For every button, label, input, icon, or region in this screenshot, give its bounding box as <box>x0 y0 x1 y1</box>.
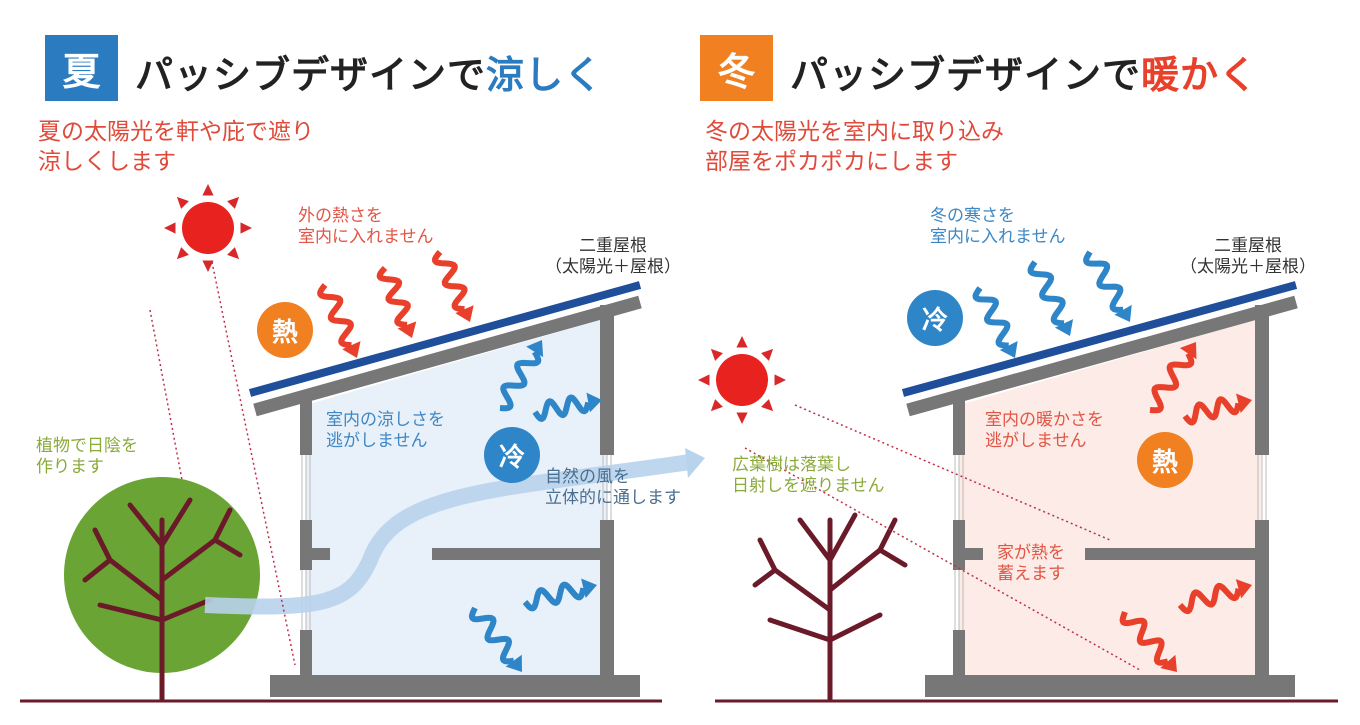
heat-wave-arrow <box>376 265 417 338</box>
label-line: （太陽光＋屋根） <box>1180 257 1316 277</box>
cold-wave-arrow <box>1083 250 1132 322</box>
winter-badge: 冬 <box>700 35 773 101</box>
winter-house-interior <box>959 318 1261 680</box>
label-line: 作ります <box>36 457 104 477</box>
summer-outside-heat-label: 外の熱さを室内に入れません <box>298 206 434 248</box>
label-line: 二重屋根 <box>579 236 647 256</box>
winter-title: パッシブデザインで暖かく <box>790 44 1258 99</box>
summer-subtitle: 夏の太陽光を軒や庇で遮り涼しくします <box>38 117 314 177</box>
sun-rays-dotted <box>149 261 1141 671</box>
winter-inside-label: 室内の暖かさを逃がしません <box>985 410 1104 452</box>
wind-arrow-head <box>685 448 705 478</box>
winter-windows <box>954 455 1267 630</box>
winter-subtitle-line: 部屋をポカポカにします <box>705 149 958 175</box>
winter-tree-label: 広葉樹は落葉し日射しを遮りません <box>732 455 885 497</box>
cold-wave-arrow <box>1027 260 1074 336</box>
summer-inside-label: 室内の涼しさを逃がしません <box>326 410 445 452</box>
winter-roof-label: 二重屋根（太陽光＋屋根） <box>1180 236 1316 278</box>
winter-subtitle-line: 冬の太陽光を室内に取り込み <box>705 119 1004 145</box>
label-line: 家が熱を <box>997 543 1065 563</box>
summer-title-main: パッシブデザインで <box>135 53 487 97</box>
summer-plant-label: 植物で日陰を作ります <box>36 436 138 478</box>
label-line: 外の熱さを <box>298 206 383 226</box>
label-line: 逃がしません <box>985 431 1087 451</box>
summer-wind-label: 自然の風を立体的に通します <box>545 467 681 509</box>
label-line: 室内の涼しさを <box>326 410 445 430</box>
cool-wave-arrow <box>522 578 597 612</box>
winter-heat-circle: 熱 <box>1137 432 1193 488</box>
summer-tree-branches <box>82 497 243 703</box>
cool-wave-arrow <box>532 392 602 422</box>
summer-heat-circle: 熱 <box>257 302 313 358</box>
heat-wave-arrow <box>317 283 361 358</box>
label-line: 二重屋根 <box>1214 236 1282 256</box>
summer-subtitle-line: 夏の太陽光を軒や庇で遮り <box>38 119 314 145</box>
winter-bare-tree <box>752 512 908 703</box>
summer-subtitle-line: 涼しくします <box>38 149 176 175</box>
warm-wave-arrow <box>1177 579 1252 615</box>
winter-title-accent: 暖かく <box>1141 53 1259 97</box>
summer-roof-label: 二重屋根（太陽光＋屋根） <box>545 236 681 278</box>
summer-badge: 夏 <box>45 35 118 101</box>
cold-wave-arrow <box>972 286 1018 358</box>
label-line: 自然の風を <box>545 467 630 487</box>
cool-wave-arrow <box>468 606 522 672</box>
summer-cool-circle: 冷 <box>484 427 540 483</box>
winter-cool-circle: 冷 <box>907 290 963 346</box>
label-line: 室内に入れません <box>930 227 1066 247</box>
label-line: 室内に入れません <box>298 227 434 247</box>
label-line: 日射しを遮りません <box>732 476 885 496</box>
warm-wave-arrow <box>1149 342 1197 414</box>
summer-title-accent: 涼しく <box>486 53 604 97</box>
winter-title-main: パッシブデザインで <box>790 53 1142 97</box>
label-line: 植物で日陰を <box>36 436 138 456</box>
label-line: （太陽光＋屋根） <box>545 257 681 277</box>
label-line: 室内の暖かさを <box>985 410 1104 430</box>
summer-house <box>248 281 642 697</box>
warm-wave-arrow <box>1182 393 1252 426</box>
cool-wave-arrow <box>499 340 544 412</box>
winter-subtitle: 冬の太陽光を室内に取り込み部屋をポカポカにします <box>705 117 1004 177</box>
label-line: 立体的に通します <box>545 488 681 508</box>
winter-house <box>901 281 1298 697</box>
label-line: 逃がしません <box>326 431 428 451</box>
winter-outside-cold-label: 冬の寒さを室内に入れません <box>930 206 1066 248</box>
heat-wave-arrow <box>432 250 474 322</box>
winter-storage-label: 家が熱を蓄えます <box>997 543 1065 585</box>
label-line: 冬の寒さを <box>930 206 1015 226</box>
summer-title: パッシブデザインで涼しく <box>135 44 603 99</box>
wind-flow <box>204 454 692 615</box>
label-line: 広葉樹は落葉し <box>732 455 851 475</box>
label-line: 蓄えます <box>997 564 1065 584</box>
warm-wave-arrow <box>1119 610 1177 672</box>
